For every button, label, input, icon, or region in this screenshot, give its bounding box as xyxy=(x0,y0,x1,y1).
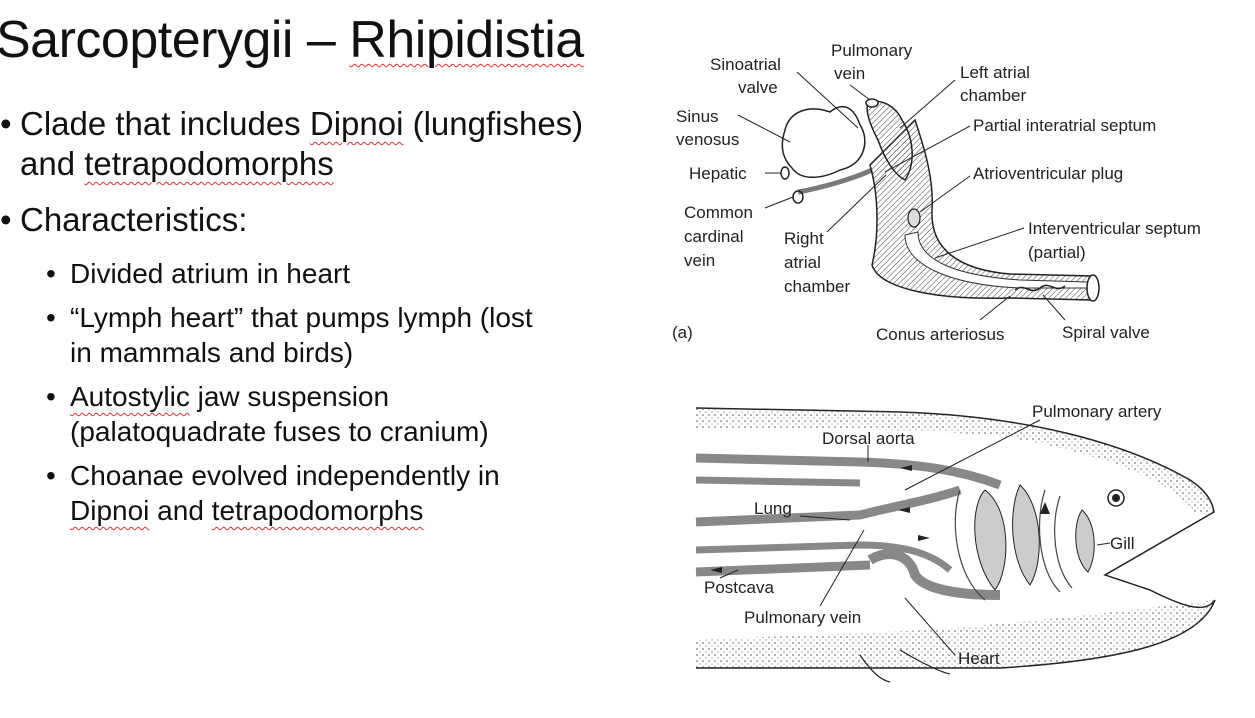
heart-labels: Sinoatrial valve Pulmonary vein Left atr… xyxy=(672,41,1201,344)
panel-label-a: (a) xyxy=(672,323,693,342)
label-interventricular: Interventricular septum xyxy=(1028,219,1201,238)
label-interatrial: Partial interatrial septum xyxy=(973,116,1156,135)
title-rhipidistia: Rhipidistia xyxy=(349,11,584,69)
sub-bullet-choanae: Choanae evolved independently in Dipnoi … xyxy=(0,458,540,528)
dorsal-aorta-branch xyxy=(695,476,861,487)
label-heart: Heart xyxy=(958,649,1000,668)
label-interventricular-2: (partial) xyxy=(1028,243,1086,262)
pectoral-fin xyxy=(859,654,891,683)
spiral-valve xyxy=(1014,284,1066,292)
bullet-characteristics: Characteristics: xyxy=(0,200,620,240)
term-tetrapodomorphs: tetrapodomorphs xyxy=(211,495,424,526)
label-hepatic: Hepatic xyxy=(689,164,747,183)
label-sinus: Sinus xyxy=(676,107,719,126)
label-common-cardinal-2: cardinal xyxy=(684,227,744,246)
label-left-atrial: Left atrial xyxy=(960,63,1030,82)
label-av-plug: Atrioventricular plug xyxy=(973,164,1123,183)
anatomy-figure: Sinoatrial valve Pulmonary vein Left atr… xyxy=(672,41,1216,683)
slide-title: Sarcopterygii – Rhipidistia xyxy=(0,10,584,70)
label-right-atrial-3: chamber xyxy=(784,277,850,296)
label-gill: Gill xyxy=(1110,534,1135,553)
heart-vessel xyxy=(867,549,1001,600)
hepatic-opening xyxy=(780,166,790,180)
gill-arches xyxy=(974,484,1095,591)
term-tetrapodomorphs: tetrapodomorphs xyxy=(84,145,334,182)
bullet-text: jaw suspension (palatoquadrate fuses to … xyxy=(70,381,489,447)
bullet-list: Clade that includes Dipnoi (lungfishes) … xyxy=(0,104,620,537)
sub-bullet-lymph-heart: “Lymph heart” that pumps lymph (lost in … xyxy=(0,300,540,370)
label-right-atrial-2: atrial xyxy=(784,253,821,272)
pulmonary-vein-vessel xyxy=(695,541,953,573)
label-conus: Conus arteriosus xyxy=(876,325,1005,344)
label-sinoatrial-2: valve xyxy=(738,78,778,97)
label-common-cardinal: Common xyxy=(684,203,753,222)
pulmonary-vein-opening xyxy=(865,98,879,108)
bullet-text: and xyxy=(149,495,212,526)
atrial-connection xyxy=(797,167,874,195)
fish-labels: Pulmonary artery Dorsal aorta Lung Gill … xyxy=(704,402,1162,668)
label-pulmonary-vein: Pulmonary xyxy=(831,41,913,60)
label-spiral: Spiral valve xyxy=(1062,323,1150,342)
conus-opening xyxy=(1086,274,1100,302)
sinus-venosus xyxy=(781,106,866,178)
label-left-atrial-2: chamber xyxy=(960,86,1026,105)
bullet-text: Clade that includes xyxy=(20,105,310,142)
label-pulmonary-vein-2: vein xyxy=(834,64,865,83)
term-dipnoi: Dipnoi xyxy=(309,105,404,142)
eye-pupil xyxy=(1112,494,1120,502)
label-lung: Lung xyxy=(754,499,792,518)
dorsal-aorta-vessel xyxy=(695,453,1002,490)
gill-arch-lines xyxy=(954,489,1073,601)
left-atrium xyxy=(866,100,913,181)
postcava-vessel xyxy=(695,560,871,577)
label-sinus-2: venosus xyxy=(676,130,739,149)
bullet-clade: Clade that includes Dipnoi (lungfishes) … xyxy=(0,104,620,184)
title-text: Sarcopterygii – xyxy=(0,11,350,69)
sub-bullet-jaw: Autostylic jaw suspension (palatoquadrat… xyxy=(0,379,540,449)
label-dorsal-aorta: Dorsal aorta xyxy=(822,429,915,448)
label-common-cardinal-3: vein xyxy=(684,251,715,270)
av-plug xyxy=(907,208,921,228)
fish-leaders xyxy=(719,419,1111,656)
fish-belly-stipple xyxy=(696,600,1215,668)
heart-diagram xyxy=(780,98,1100,302)
label-pulmonary-vein: Pulmonary vein xyxy=(744,608,861,627)
lung-vessel xyxy=(695,485,962,527)
label-sinoatrial: Sinoatrial xyxy=(710,55,781,74)
bullet-text: Choanae evolved independently in xyxy=(70,460,500,491)
label-postcava: Postcava xyxy=(704,578,774,597)
term-dipnoi: Dipnoi xyxy=(70,495,150,526)
bullet-text: (lungfishes) and xyxy=(20,105,584,182)
fish-diagram xyxy=(695,407,1216,683)
term-autostylic: Autostylic xyxy=(70,381,190,412)
fish-back-stipple xyxy=(696,408,1214,512)
sub-bullet-atrium: Divided atrium in heart xyxy=(0,256,540,291)
heart-leaders xyxy=(737,71,1066,321)
label-pulmonary-artery: Pulmonary artery xyxy=(1032,402,1162,421)
flow-arrows xyxy=(710,465,1050,573)
label-right-atrial: Right xyxy=(784,229,824,248)
pelvic-fin xyxy=(899,649,951,675)
